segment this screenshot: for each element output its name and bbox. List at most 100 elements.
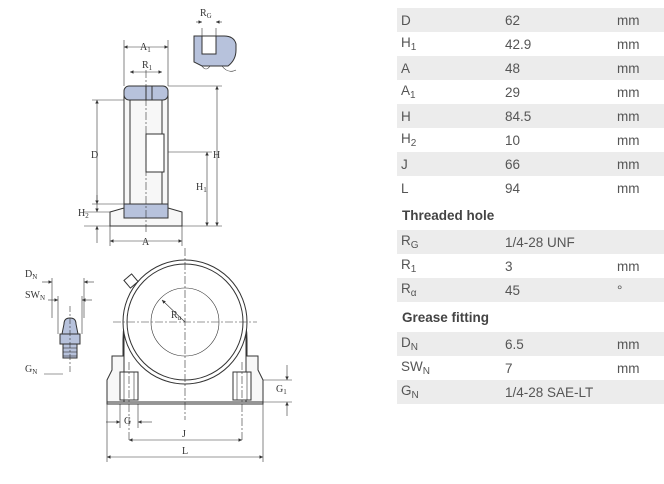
- svg-text:SWN: SWN: [25, 290, 45, 302]
- row-value: 94: [505, 180, 521, 196]
- row-value: 6.5: [505, 336, 524, 352]
- svg-text:A1: A1: [140, 42, 151, 54]
- svg-text:Rα: Rα: [171, 310, 182, 322]
- row-symbol: J: [397, 157, 505, 172]
- symbol-text: G: [401, 383, 412, 398]
- row-unit: mm: [617, 84, 640, 100]
- table-row: A 48 mm: [397, 56, 664, 80]
- row-unit: °: [617, 282, 623, 298]
- symbol-subscript: N: [422, 366, 430, 377]
- svg-text:H2: H2: [78, 208, 89, 220]
- symbol-text: R: [401, 257, 411, 272]
- symbol-text: H: [401, 108, 411, 124]
- svg-text:DN: DN: [25, 269, 37, 281]
- row-unit: mm: [617, 360, 640, 376]
- svg-text:H: H: [213, 150, 220, 161]
- row-unit: mm: [617, 336, 640, 352]
- symbol-subscript: 1: [410, 264, 417, 275]
- table-row: L 94 mm: [397, 176, 664, 200]
- svg-text:A: A: [142, 237, 150, 248]
- row-unit: mm: [617, 108, 640, 124]
- row-value: 3: [505, 258, 513, 274]
- row-value: 66: [505, 156, 521, 172]
- svg-text:L: L: [182, 446, 188, 457]
- row-symbol: H2: [397, 131, 505, 149]
- symbol-subscript: α: [410, 288, 417, 299]
- row-unit: mm: [617, 180, 640, 196]
- row-symbol: D: [397, 13, 505, 28]
- row-symbol: A1: [397, 83, 505, 101]
- row-symbol: Rα: [397, 281, 505, 299]
- threaded-hole-heading: Threaded hole: [402, 207, 495, 223]
- symbol-text: H: [401, 35, 411, 50]
- row-value: 84.5: [505, 108, 532, 124]
- row-value: 48: [505, 60, 521, 76]
- row-symbol: H: [397, 109, 505, 124]
- row-unit: mm: [617, 156, 640, 172]
- threaded-hole-detail: [193, 20, 237, 72]
- table-row: H 84.5 mm: [397, 104, 664, 128]
- row-value: 1/4-28 UNF: [505, 234, 575, 250]
- drawing-labels: RG A1 R1 D H H1 H2 A DN SWN GN Rα G1 G J…: [25, 8, 287, 457]
- symbol-subscript: N: [411, 390, 419, 401]
- row-unit: mm: [617, 258, 640, 274]
- row-symbol: L: [397, 181, 505, 196]
- symbol-text: D: [401, 335, 411, 350]
- row-symbol: RG: [397, 233, 505, 251]
- row-symbol: DN: [397, 335, 505, 353]
- row-value: 29: [505, 84, 521, 100]
- row-value: 45: [505, 282, 521, 298]
- svg-text:H1: H1: [196, 182, 207, 194]
- row-symbol: R1: [397, 257, 505, 275]
- symbol-subscript: 2: [410, 138, 417, 149]
- symbol-text: R: [401, 281, 411, 296]
- row-unit: mm: [617, 36, 640, 52]
- row-value: 7: [505, 360, 513, 376]
- row-value: 62: [505, 12, 521, 28]
- symbol-text: A: [401, 60, 411, 76]
- row-unit: mm: [617, 12, 640, 28]
- table-row: J 66 mm: [397, 152, 664, 176]
- front-view: [106, 248, 292, 462]
- svg-text:GN: GN: [25, 364, 37, 376]
- row-value: 10: [505, 132, 521, 148]
- svg-text:D: D: [91, 150, 98, 161]
- table-row: D 62 mm: [397, 8, 664, 32]
- symbol-text: J: [401, 156, 408, 172]
- symbol-subscript: G: [410, 240, 419, 251]
- svg-text:R1: R1: [142, 60, 153, 72]
- symbol-text: SW: [401, 359, 423, 374]
- row-unit: mm: [617, 60, 640, 76]
- symbol-subscript: 1: [410, 42, 417, 53]
- symbol-text: A: [401, 83, 411, 98]
- symbol-text: L: [401, 180, 409, 196]
- symbol-text: D: [401, 12, 411, 28]
- symbol-subscript: N: [410, 342, 418, 353]
- section-view: [84, 40, 222, 246]
- row-symbol: SWN: [397, 359, 505, 377]
- row-value: 1/4-28 SAE-LT: [505, 384, 594, 400]
- row-symbol: GN: [397, 383, 505, 401]
- svg-text:J: J: [182, 429, 186, 440]
- svg-text:G: G: [124, 416, 131, 427]
- symbol-subscript: 1: [410, 90, 416, 101]
- svg-text:RG: RG: [200, 8, 212, 20]
- symbol-text: H: [401, 131, 411, 146]
- row-unit: mm: [617, 132, 640, 148]
- row-symbol: H1: [397, 35, 505, 53]
- grease-fitting-detail: [42, 278, 94, 375]
- row-symbol: A: [397, 61, 505, 76]
